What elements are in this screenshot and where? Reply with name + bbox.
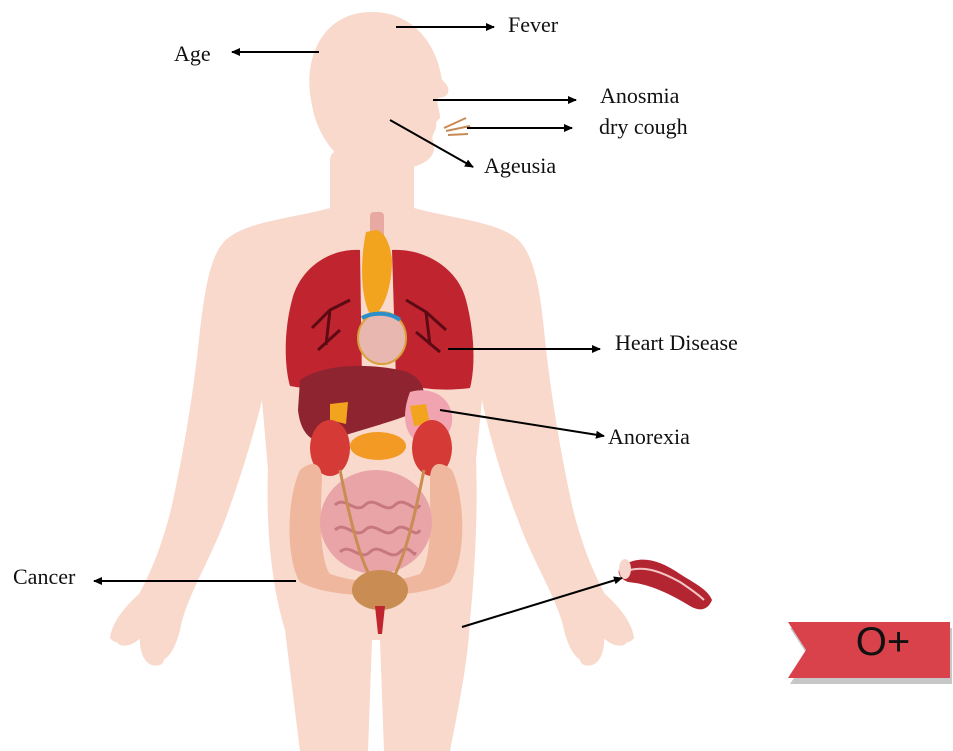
label-anosmia: Anosmia — [600, 85, 679, 107]
label-fever: Fever — [508, 14, 558, 36]
internal-organs — [286, 212, 474, 634]
label-anorexia: Anorexia — [608, 426, 690, 448]
label-age: Age — [174, 43, 211, 65]
small-intestine — [320, 470, 432, 574]
blood-type-label: O+ — [828, 622, 938, 662]
label-heart-disease: Heart Disease — [615, 332, 738, 354]
cough-lines — [444, 118, 470, 135]
bladder — [352, 570, 408, 610]
label-dry-cough: dry cough — [599, 116, 688, 138]
label-ageusia: Ageusia — [484, 155, 556, 177]
blood-vessel-image — [619, 559, 712, 609]
label-cancer: Cancer — [13, 566, 75, 588]
pancreas — [350, 432, 406, 460]
